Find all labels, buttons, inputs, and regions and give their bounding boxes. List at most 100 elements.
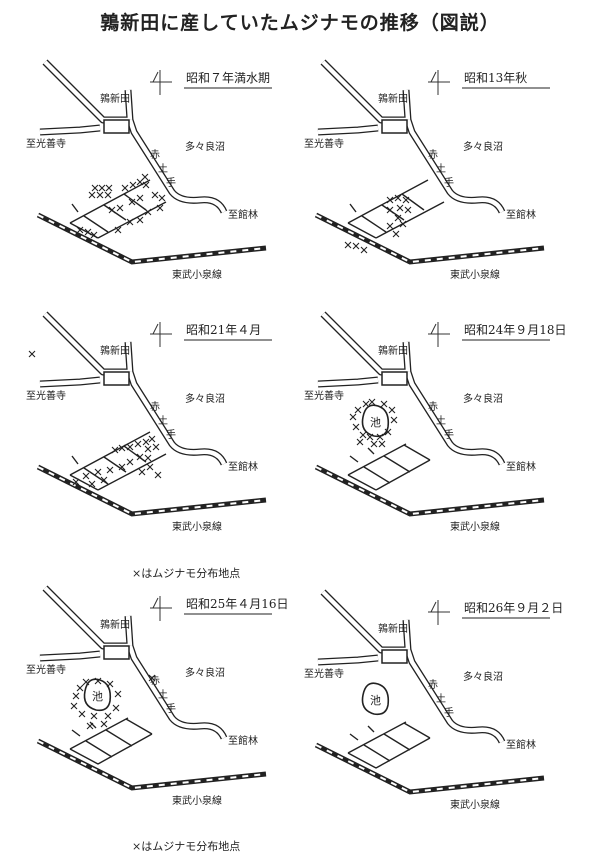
label-to-kozenji: 至光善寺 [26, 389, 66, 402]
mujinamo-cross-icon [386, 222, 394, 230]
mujinamo-cross-icon [78, 710, 86, 718]
north-arrow-icon [150, 70, 172, 95]
north-arrow-icon [150, 322, 172, 347]
map-caption: 昭和21年４月 [186, 323, 261, 337]
mujinamo-cross-icon [70, 702, 78, 710]
mujinamo-cross-icon [360, 246, 368, 254]
label-pond: 池 [92, 690, 103, 703]
mujinamo-cross-icon [76, 684, 84, 692]
road-west-inner [317, 125, 379, 135]
map-showa-7: 昭和７年満水期鶉新田至光善寺多々良沼赤土手至館林東武小泉線 [26, 59, 272, 281]
mujinamo-cross-icon [104, 712, 112, 720]
mujinamo-cross-icon [378, 440, 386, 448]
road-west-inner [39, 651, 101, 661]
label-railway: 東武小泉線 [450, 520, 500, 533]
label-railway: 東武小泉線 [172, 268, 222, 281]
north-arrow-icon [428, 70, 450, 95]
mujinamo-cross-icon [126, 443, 134, 451]
mujinamo-cross-icon [386, 196, 394, 204]
mujinamo-cross-icon [392, 230, 400, 238]
road-embankment-inner [127, 371, 227, 465]
mujinamo-cross-icon [146, 463, 154, 471]
road-west-inner [317, 655, 379, 665]
label-embankment: 土 [158, 162, 168, 175]
mujinamo-cross-icon [404, 206, 412, 214]
label-embankment: 土 [158, 688, 168, 701]
road-north [320, 311, 412, 376]
label-railway: 東武小泉線 [450, 798, 500, 811]
label-lake: 多々良沼 [185, 666, 225, 679]
road-north [320, 589, 412, 654]
map-showa-26: 昭和26年９月２日鶉新田至光善寺多々良沼赤土手至館林東武小泉線池 [304, 589, 563, 811]
label-embankment: 土 [158, 414, 168, 427]
mujinamo-cross-icon [114, 690, 122, 698]
mujinamo-cross-icon [86, 722, 94, 730]
road-north [42, 585, 134, 650]
mujinamo-cross-icon [136, 453, 144, 461]
mujinamo-cross-icon [118, 444, 126, 452]
label-embankment: 赤 [428, 679, 438, 691]
mujinamo-cross-icon [114, 226, 122, 234]
label-lake: 多々良沼 [185, 392, 225, 405]
mujinamo-cross-icon [72, 692, 80, 700]
field-boundaries [347, 721, 431, 769]
label-to-tatebayashi: 至館林 [506, 738, 536, 751]
mujinamo-cross-icon [386, 206, 394, 214]
mujinamo-cross-icon [108, 206, 116, 214]
mujinamo-cross-icon [76, 226, 84, 234]
mujinamo-cross-icon [88, 191, 96, 199]
mujinamo-cross-icon [136, 216, 144, 224]
mujinamo-cross-icon [100, 476, 108, 484]
mujinamo-cross-icon [138, 468, 146, 476]
label-to-kozenji: 至光善寺 [26, 137, 66, 150]
label-pond: 池 [370, 694, 381, 707]
label-embankment: 手 [166, 176, 176, 189]
mujinamo-cross-icon [72, 478, 80, 486]
village-block [381, 371, 408, 386]
mujinamo-cross-icon [118, 463, 126, 471]
north-arrow-icon [150, 596, 172, 621]
label-embankment: 手 [166, 428, 176, 441]
mujinamo-cross-icon [116, 204, 124, 212]
mujinamo-cross-icon [94, 468, 102, 476]
road-embankment-inner [405, 119, 505, 213]
label-to-tatebayashi: 至館林 [228, 208, 258, 221]
mujinamo-cross-icon [82, 472, 90, 480]
mujinamo-cross-icon [100, 720, 108, 728]
mujinamo-cross-icon [134, 440, 142, 448]
mujinamo-cross-icon [376, 433, 384, 441]
map-caption: 昭和24年９月18日 [464, 323, 567, 337]
road-embankment-inner [127, 645, 227, 739]
village-block [381, 119, 408, 134]
label-village: 鶉新田 [378, 622, 408, 635]
mujinamo-cross-icon [368, 398, 376, 406]
mujinamo-cross-icon [142, 438, 150, 446]
railway-dashes [37, 214, 267, 264]
railway-dashes [315, 466, 545, 516]
mujinamo-cross-icon [104, 191, 112, 199]
mujinamo-cross-icon [349, 413, 357, 421]
map-caption: 昭和25年４月16日 [186, 597, 289, 611]
mujinamo-cross-icon [126, 458, 134, 466]
label-to-tatebayashi: 至館林 [506, 460, 536, 473]
map-caption: 昭和７年満水期 [186, 71, 270, 85]
mujinamo-cross-icon [158, 194, 166, 202]
label-to-kozenji: 至光善寺 [26, 663, 66, 676]
road-north [42, 59, 134, 124]
label-lake: 多々良沼 [463, 392, 503, 405]
road-north [320, 59, 412, 124]
label-embankment: 赤 [150, 149, 160, 161]
mujinamo-cross-icon [399, 220, 407, 228]
mujinamo-cross-icon [141, 173, 149, 181]
mujinamo-cross-icon [88, 480, 96, 488]
label-embankment: 土 [436, 162, 446, 175]
mujinamo-cross-icon [144, 445, 152, 453]
mujinamo-cross-icon [384, 428, 392, 436]
mujinamo-cross-icon [366, 433, 374, 441]
label-lake: 多々良沼 [463, 140, 503, 153]
label-village: 鶉新田 [100, 344, 130, 357]
north-arrow-icon [428, 600, 450, 625]
label-to-kozenji: 至光善寺 [304, 667, 344, 680]
label-lake: 多々良沼 [185, 140, 225, 153]
mujinamo-cross-icon [28, 350, 36, 358]
